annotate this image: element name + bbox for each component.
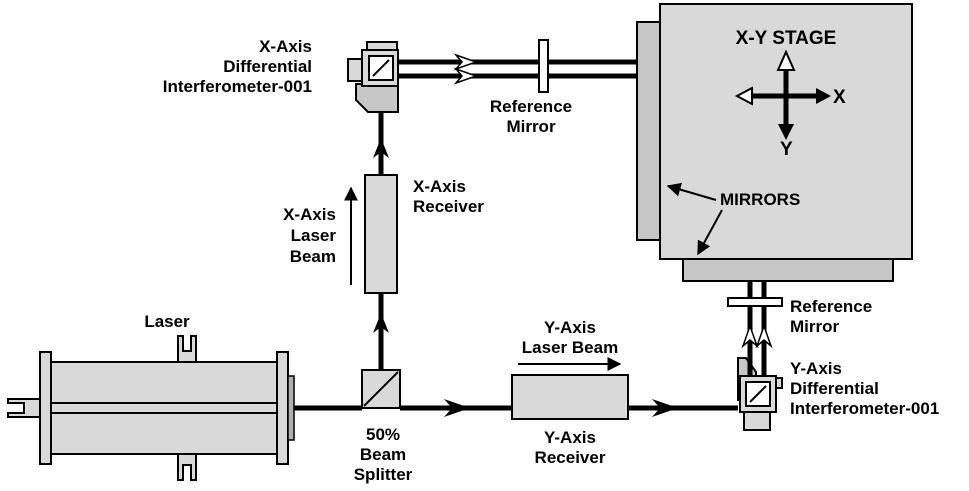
y-axis-vertical-beams	[741, 281, 773, 376]
laser-mount-bottom	[177, 453, 197, 481]
mirrors-pointer-bottom	[697, 209, 723, 256]
svg-text:Reference: Reference	[490, 97, 572, 116]
y-receiver-label: Y-Axis Receiver	[535, 428, 606, 467]
y-axis-horizontal-beam	[294, 399, 738, 417]
reference-mirror-x	[538, 39, 549, 93]
reference-mirror-right-label: Reference Mirror	[790, 297, 872, 336]
svg-text:X-Axis: X-Axis	[259, 37, 312, 56]
beam-splitter	[361, 369, 401, 409]
reference-mirror-top-label: Reference Mirror	[490, 97, 572, 136]
laser	[7, 335, 295, 481]
stage-left-mirror	[636, 21, 664, 241]
svg-text:Mirror: Mirror	[790, 317, 840, 336]
axis-cross-icon	[734, 49, 831, 140]
svg-text:Beam: Beam	[360, 445, 406, 464]
x-receiver-label: X-Axis Receiver	[413, 177, 484, 216]
stage-bottom-mirror	[682, 258, 894, 282]
laser-label: Laser	[144, 312, 190, 331]
laser-rear-connector	[7, 398, 41, 418]
mirrors-pointer-left	[666, 182, 717, 201]
svg-text:X-Axis: X-Axis	[413, 177, 466, 196]
svg-text:Laser Beam: Laser Beam	[522, 338, 618, 357]
svg-text:Differential: Differential	[790, 379, 879, 398]
x-laser-beam-label: X-Axis Laser Beam	[283, 205, 336, 266]
x-axis-beams	[398, 53, 637, 85]
xy-stage: X-Y STAGE X Y	[636, 3, 913, 282]
x-axis-receiver	[364, 174, 398, 294]
axis-x-label: X	[833, 87, 846, 108]
svg-text:Differential: Differential	[223, 57, 312, 76]
beam-splitter-label: 50% Beam Splitter	[354, 425, 413, 484]
mirrors-label: MIRRORS	[720, 190, 800, 209]
svg-text:Reference: Reference	[790, 297, 872, 316]
svg-text:X-Axis: X-Axis	[283, 205, 336, 224]
svg-text:Laser: Laser	[291, 226, 337, 245]
svg-text:Receiver: Receiver	[413, 197, 484, 216]
svg-text:Receiver: Receiver	[535, 448, 606, 467]
svg-text:Splitter: Splitter	[354, 465, 413, 484]
svg-text:Beam: Beam	[290, 247, 336, 266]
y-laser-beam-label: Y-Axis Laser Beam	[522, 318, 618, 357]
axis-y-label: Y	[780, 139, 793, 160]
y-axis-interferometer	[737, 357, 783, 431]
reference-mirror-y	[727, 297, 783, 307]
x-axis-vertical-beam	[373, 113, 389, 370]
x-interferometer-label: X-Axis Differential Interferometer-001	[163, 37, 312, 96]
svg-text:Y-Axis: Y-Axis	[790, 359, 842, 378]
xy-stage-label: X-Y STAGE	[736, 28, 837, 49]
svg-text:Interferometer-001: Interferometer-001	[163, 77, 312, 96]
y-axis-receiver	[511, 374, 629, 420]
svg-text:Mirror: Mirror	[506, 117, 556, 136]
svg-text:50%: 50%	[366, 425, 400, 444]
laser-mount-top	[177, 335, 197, 363]
svg-text:Y-Axis: Y-Axis	[544, 428, 596, 447]
x-axis-interferometer	[347, 41, 399, 113]
svg-text:Interferometer-001: Interferometer-001	[790, 399, 939, 418]
y-interferometer-label: Y-Axis Differential Interferometer-001	[790, 359, 939, 418]
svg-text:Y-Axis: Y-Axis	[544, 318, 596, 337]
